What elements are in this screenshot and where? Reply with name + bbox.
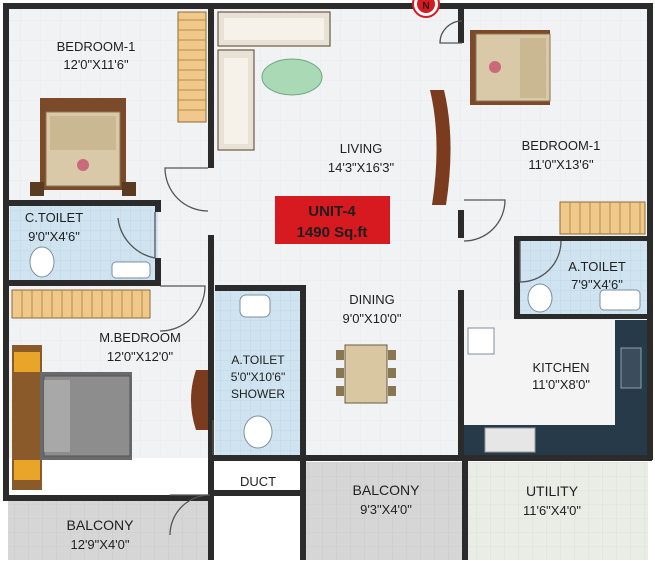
- balcony-left-name: BALCONY: [67, 517, 135, 533]
- utility-name: UTILITY: [526, 483, 579, 499]
- utility-size: 11'6"X4'0": [523, 503, 581, 518]
- door-swings: [117, 20, 562, 536]
- sofa-set-icon: [217, 11, 331, 151]
- unit-name: UNIT-4: [308, 203, 356, 220]
- toilet-fixtures-icon: [29, 246, 641, 449]
- wardrobe-master-icon: [11, 289, 151, 319]
- a-toilet-right-name: A.TOILET: [568, 259, 626, 274]
- a-toilet-shower-extra: SHOWER: [231, 387, 285, 401]
- a-toilet-shower-name: A.TOILET: [231, 353, 285, 367]
- kitchen-size: 11'0"X8'0": [532, 377, 590, 392]
- bed-master-icon: [12, 345, 132, 490]
- duct-floor: [215, 462, 300, 492]
- kitchen-fixtures-icon: [467, 327, 642, 453]
- bedroom-top-right-size: 11'0"X13'6": [528, 157, 594, 172]
- c-toilet-size: 9'0"X4'6": [28, 229, 80, 244]
- dining-name: DINING: [349, 292, 395, 307]
- duct-name: DUCT: [240, 474, 276, 489]
- c-toilet-name: C.TOILET: [25, 210, 83, 225]
- unit-badge: UNIT-4 1490 Sq.ft: [275, 196, 390, 244]
- dining-table-icon: [336, 344, 396, 404]
- bedroom-top-right-name: BEDROOM-1: [522, 138, 601, 153]
- balcony-left-size: 12'9"X4'0": [70, 537, 129, 552]
- balcony-mid-floor: [305, 462, 462, 560]
- walls: [3, 3, 653, 560]
- dining-size: 9'0"X10'0": [342, 311, 401, 326]
- utility-floor: [467, 462, 648, 560]
- balcony-mid-name: BALCONY: [353, 482, 421, 498]
- living-name: LIVING: [340, 141, 383, 156]
- room-labels: BEDROOM-1 12'0"X11'6" LIVING 14'3"X16'3"…: [25, 39, 626, 552]
- wardrobe-right-icon: [559, 201, 646, 235]
- a-toilet-shower-size: 5'0"X10'6": [231, 370, 285, 384]
- balcony-mid-size: 9'3"X4'0": [360, 502, 412, 517]
- bedroom-top-left-name: BEDROOM-1: [57, 39, 136, 54]
- m-bedroom-name: M.BEDROOM: [99, 330, 181, 345]
- bedroom-top-left-size: 12'0"X11'6": [63, 57, 129, 72]
- unit-area: 1490 Sq.ft: [297, 224, 368, 241]
- wardrobe-left-icon: [177, 11, 207, 123]
- tv-unit-master-icon: [191, 370, 208, 430]
- tv-unit-living-icon: [430, 90, 451, 205]
- compass-letter: N: [422, 1, 429, 12]
- m-bedroom-size: 12'0"X12'0": [107, 349, 174, 364]
- bed-top-left-icon: [30, 98, 136, 196]
- compass-icon: N: [412, 0, 440, 18]
- bed-top-right-icon: [470, 30, 551, 105]
- living-size: 14'3"X16'3": [328, 160, 395, 175]
- a-toilet-right-size: 7'9"X4'6": [571, 277, 623, 292]
- kitchen-name: KITCHEN: [532, 360, 589, 375]
